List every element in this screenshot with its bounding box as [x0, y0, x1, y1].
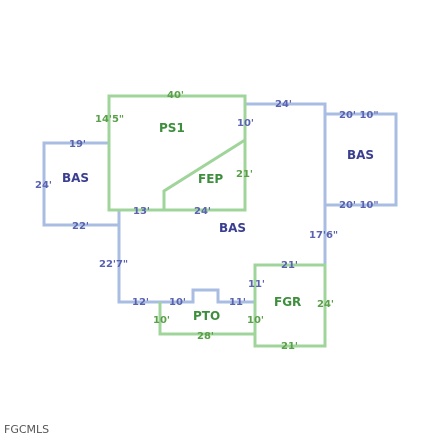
dim-right-top: 20' 10" [339, 110, 379, 121]
fep-outline [162, 138, 246, 210]
dim-fgr-bottom: 21' [281, 341, 298, 352]
dim-fgr-right: 24' [317, 299, 334, 310]
dim-pto-right: 10' [247, 315, 264, 326]
dim-main-bottom-12: 12' [132, 297, 149, 308]
area-label-bas-left: BAS [62, 171, 89, 185]
area-label-fgr: FGR [274, 295, 301, 309]
watermark: FGCMLS [4, 423, 49, 436]
dim-pto-left: 10' [153, 315, 170, 326]
area-label-fep: FEP [198, 172, 223, 186]
dim-pto-top-11: 11' [229, 297, 246, 308]
dim-ps1-right: 10' [237, 118, 254, 129]
dim-left-side: 24' [35, 180, 52, 191]
pto-outline [158, 302, 255, 336]
pto-top-outline [160, 288, 255, 304]
dim-pto-top-10: 10' [169, 297, 186, 308]
dim-pto-bottom: 28' [197, 331, 214, 342]
fgr-outline [253, 263, 327, 348]
bas-main-left-outline [117, 210, 160, 304]
dim-right-side: 17'6" [309, 230, 338, 241]
area-label-bas-main: BAS [219, 221, 246, 235]
dim-main-top-24: 24' [275, 99, 292, 110]
dim-left-top: 19' [69, 139, 86, 150]
area-label-ps1: PS1 [159, 121, 185, 135]
area-label-pto: PTO [193, 309, 220, 323]
bas-right-outline [325, 112, 398, 207]
dim-fgr-left: 11' [248, 279, 265, 290]
dim-ps1-left: 14'5" [95, 114, 124, 125]
dim-fgr-top: 21' [281, 260, 298, 271]
dim-ps1-top: 40' [167, 90, 184, 101]
bas-left-outline [42, 141, 119, 227]
dim-right-bottom: 20' 10" [339, 200, 379, 211]
bas-main-outline [245, 102, 327, 265]
dim-fep-bottom: 24' [194, 206, 211, 217]
dim-fep-right: 21' [236, 169, 253, 180]
dim-left-bottom: 22' [72, 221, 89, 232]
dim-bas-bottom-13: 13' [133, 206, 150, 217]
dim-main-left: 22'7" [99, 259, 128, 270]
ps1-outline [107, 94, 247, 212]
area-label-bas-right: BAS [347, 148, 374, 162]
